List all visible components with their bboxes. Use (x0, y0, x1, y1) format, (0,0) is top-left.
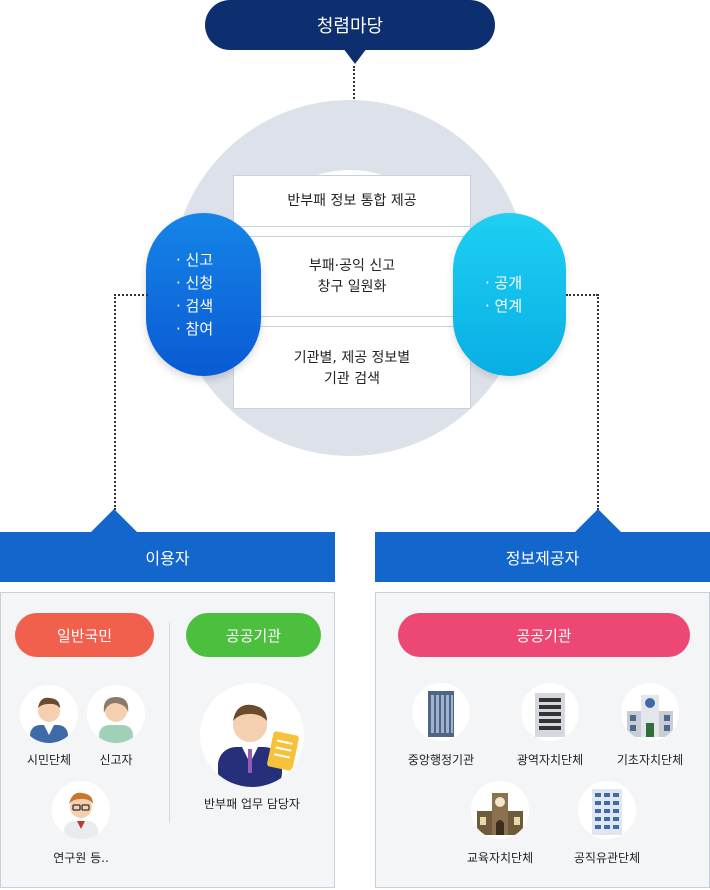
title-pointer (343, 48, 367, 64)
provider-actions-pill: · 공개 · 연계 (453, 213, 566, 376)
action-apply: · 신청 (176, 272, 261, 295)
town-hall-icon (621, 683, 679, 741)
central-gov-caption: 중앙행정기관 (391, 751, 491, 768)
user-public-agency-pill: 공공기관 (186, 613, 321, 657)
center-row-1-text: 반부패 정보 통합 제공 (287, 191, 416, 212)
title-pill: 청렴마당 (205, 0, 495, 50)
users-divider (169, 623, 170, 823)
users-pointer (90, 509, 138, 533)
center-info-box: 반부패 정보 통합 제공 부패·공익 신고 창구 일원화 기관별, 제공 정보별… (233, 175, 471, 409)
general-public-label: 일반국민 (57, 625, 112, 646)
center-divider (234, 316, 470, 317)
general-public-pill: 일반국민 (15, 613, 154, 657)
education-gov-caption: 교육자치단체 (450, 849, 550, 866)
researcher-caption: 연구원 등.. (41, 849, 121, 866)
action-search: · 검색 (176, 295, 261, 318)
local-gov-caption: 기초자치단체 (600, 751, 700, 768)
center-row-1: 반부패 정보 통합 제공 (234, 176, 470, 226)
action-report: · 신고 (176, 249, 261, 272)
center-row-2: 부패·공익 신고 창구 일원화 (234, 237, 470, 316)
action-disclose: · 공개 (485, 272, 566, 295)
center-row-2-text: 부패·공익 신고 창구 일원화 (309, 256, 395, 298)
officer-avatar-icon (200, 683, 304, 787)
man-avatar-icon (20, 685, 78, 743)
users-panel: 일반국민 공공기관 시민단체 신고자 연구원 등.. (0, 592, 335, 888)
connector-left-v (114, 294, 116, 510)
users-header: 이용자 (0, 532, 335, 582)
action-participate: · 참여 (176, 318, 261, 341)
providers-header-text: 정보제공자 (506, 545, 580, 569)
connector-top (353, 66, 355, 102)
center-row-3: 기관별, 제공 정보별 기관 검색 (234, 327, 470, 410)
connector-right-h (566, 294, 598, 296)
metro-gov-caption: 광역자치단체 (500, 751, 600, 768)
connector-right-v (597, 294, 599, 510)
public-corp-caption: 공직유관단체 (557, 849, 657, 866)
provider-public-agency-pill: 공공기관 (398, 613, 690, 657)
reporter-caption: 신고자 (76, 751, 156, 768)
user-public-agency-label: 공공기관 (226, 625, 281, 646)
connector-left-h (114, 294, 148, 296)
providers-panel: 공공기관 중앙행정기관 광역자치단체 (375, 592, 710, 888)
woman-avatar-icon (87, 685, 145, 743)
providers-header: 정보제공자 (375, 532, 710, 582)
providers-pointer (574, 509, 622, 533)
center-divider (234, 226, 470, 227)
action-link: · 연계 (485, 295, 566, 318)
user-actions-pill: · 신고 · 신청 · 검색 · 참여 (146, 213, 261, 376)
office-tower-icon (412, 683, 470, 741)
clock-tower-icon (471, 781, 529, 839)
provider-public-agency-label: 공공기관 (516, 625, 571, 646)
users-header-text: 이용자 (145, 545, 189, 569)
tall-building-icon (578, 781, 636, 839)
officer-caption: 반부패 업무 담당자 (187, 795, 317, 812)
building-icon (521, 683, 579, 741)
center-row-3-text: 기관별, 제공 정보별 기관 검색 (294, 348, 410, 390)
researcher-avatar-icon (52, 781, 110, 839)
page-title: 청렴마당 (317, 12, 383, 38)
